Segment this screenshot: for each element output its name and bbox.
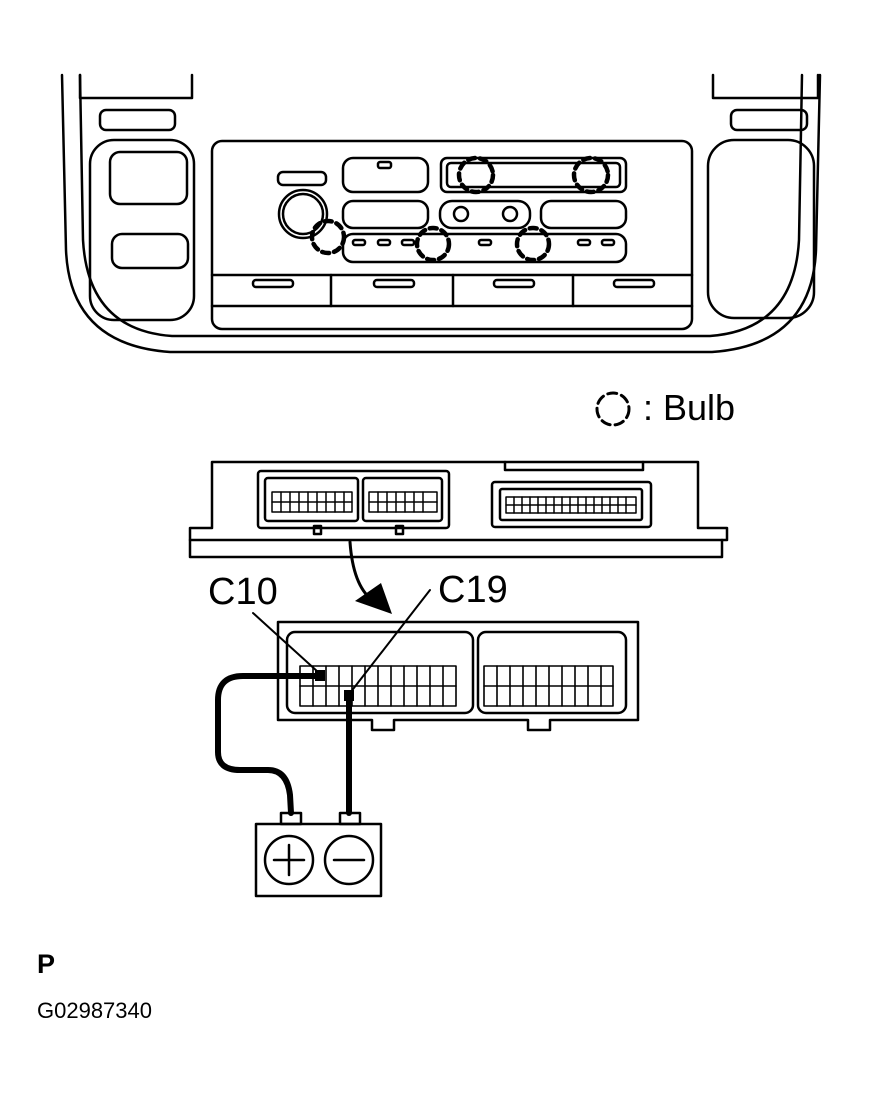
figure-id: G02987340 xyxy=(37,998,152,1023)
battery-negative-terminal xyxy=(338,811,362,826)
zoom-arrow xyxy=(348,540,392,614)
enlarged-pin-grid xyxy=(299,665,614,707)
connector-pin-grid-top xyxy=(271,491,637,514)
control-panel-bezel xyxy=(60,73,822,354)
bulb-markers xyxy=(309,155,611,263)
connector-label-c10: C10 xyxy=(208,571,278,613)
bulb-marker-2 xyxy=(571,155,611,195)
bulb-marker-4 xyxy=(414,225,452,263)
legend-label: : Bulb xyxy=(643,387,736,428)
bulb-marker-1 xyxy=(456,155,496,195)
positive-sign-icon xyxy=(263,834,315,886)
test-leads xyxy=(215,673,352,816)
leader-line-c10 xyxy=(252,612,319,673)
leader-line-c19 xyxy=(349,589,431,694)
battery xyxy=(254,811,383,898)
legend-bulb-icon xyxy=(595,391,631,427)
page-letter: P xyxy=(37,949,56,979)
bulb-marker-5 xyxy=(514,225,552,263)
minus-sign-icon xyxy=(323,834,375,886)
heater-control-face xyxy=(210,139,694,331)
control-assembly-back xyxy=(188,460,729,559)
zoom-arrow-head xyxy=(355,583,392,614)
bulb-marker-3 xyxy=(309,218,347,256)
positive-lead xyxy=(215,673,321,816)
connector-label-c19: C19 xyxy=(438,569,508,611)
enlarged-connector xyxy=(276,620,640,732)
battery-positive-terminal xyxy=(279,811,303,826)
